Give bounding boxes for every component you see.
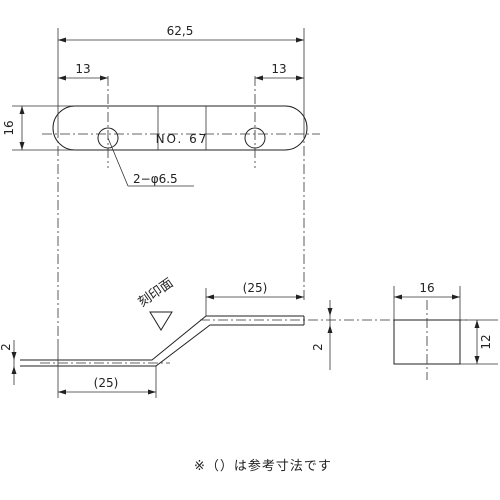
- arrow-25t-b: [296, 294, 304, 300]
- arrow-13r-a: [255, 75, 263, 81]
- arrow-25t-a: [206, 294, 214, 300]
- hole-callout-label: 2−φ6.5: [133, 172, 178, 186]
- arrow-13l-a: [58, 75, 66, 81]
- arrow-ew-a: [394, 294, 402, 300]
- thickness-left-label: 2: [0, 343, 13, 351]
- end-view: 16 12: [393, 281, 498, 380]
- arrow-tm-b: [327, 325, 333, 333]
- plate-outline: [52, 105, 308, 151]
- height-label: 16: [2, 120, 16, 135]
- hole-offset-left-label: 13: [75, 62, 90, 76]
- arrow-tm-a: [327, 308, 333, 316]
- arrow-tl-a: [11, 352, 17, 360]
- arrow-overall-right: [296, 37, 304, 43]
- end-width-label: 16: [419, 281, 434, 295]
- arrow-eh-b: [474, 356, 480, 364]
- arrow-eh-a: [474, 320, 480, 328]
- overall-length-label: 62,5: [167, 24, 194, 38]
- arrow-h-bottom: [19, 142, 25, 150]
- side-offset-bottom-label: (25): [94, 376, 119, 390]
- thickness-middle-label: 2: [311, 343, 325, 351]
- arrow-ew-b: [452, 294, 460, 300]
- arrow-h-top: [19, 106, 25, 114]
- arrow-overall-left: [58, 37, 66, 43]
- arrow-25b-b: [148, 389, 156, 395]
- strip-bottom-edge: [20, 324, 304, 367]
- reference-dimension-note: ※（）は参考寸法です: [194, 458, 332, 474]
- arrow-13r-b: [296, 75, 304, 81]
- engraving-text: NO. 67: [156, 132, 209, 146]
- engraving-face-label: 刻印面: [136, 276, 177, 311]
- side-offset-top-label: (25): [243, 281, 268, 295]
- side-view: (25) (25) 2 2 刻印面: [0, 276, 470, 398]
- arrow-13l-b: [100, 75, 108, 81]
- top-view: NO. 67 62,5 13 13 16 2−φ6.5: [2, 24, 320, 340]
- arrow-25b-a: [58, 389, 66, 395]
- end-height-label: 12: [479, 334, 493, 349]
- engraving-face-triangle: [149, 311, 173, 331]
- hole-offset-right-label: 13: [271, 62, 286, 76]
- hole-leader: [107, 137, 129, 187]
- arrow-tl-b: [11, 366, 17, 374]
- strip-top-edge: [20, 315, 304, 361]
